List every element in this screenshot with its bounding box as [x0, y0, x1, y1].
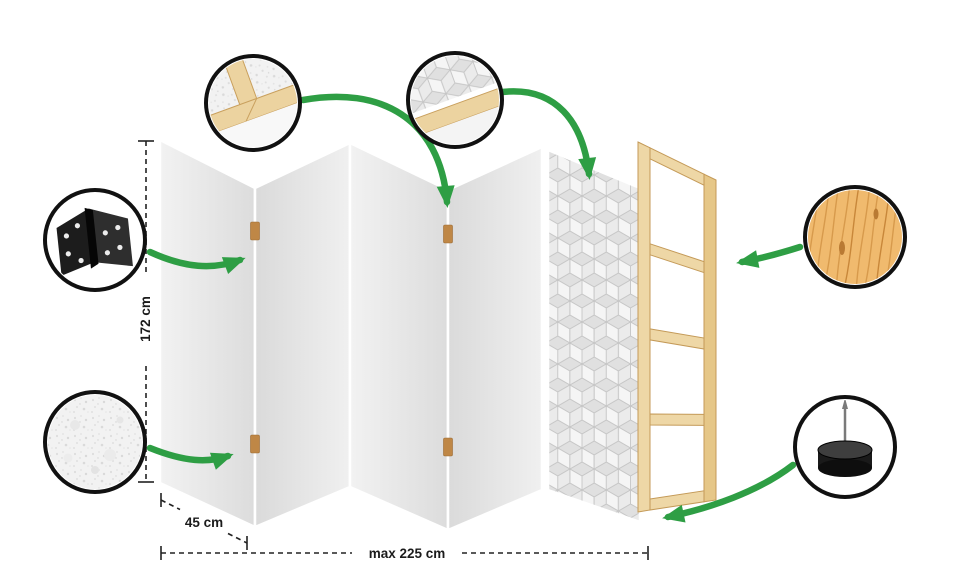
foot-spike-icon — [817, 400, 873, 477]
foot-arrow — [662, 461, 797, 523]
foot-callout — [793, 395, 897, 499]
hinge-arrow — [146, 248, 246, 274]
hinge-icon — [56, 207, 133, 276]
wooden-frame — [637, 141, 717, 513]
hinge-mark — [443, 224, 453, 244]
frame-top-bar — [649, 146, 705, 187]
frame-corner-callout — [204, 54, 302, 152]
wood-arrow — [736, 243, 804, 268]
hinge-mark — [250, 434, 260, 454]
frame-rung — [649, 243, 705, 274]
frame-rung — [649, 413, 705, 426]
wood-texture-callout — [803, 185, 907, 289]
pattern-corner-callout — [406, 51, 504, 149]
frame-left-rail — [637, 141, 651, 513]
panel-5-patterned — [546, 148, 642, 524]
panel-hinges — [250, 221, 453, 457]
panel-2 — [253, 141, 352, 529]
frame-right-rail — [703, 173, 717, 503]
fleece-texture-callout — [43, 390, 147, 494]
panel-1 — [158, 138, 257, 529]
frame-corner-icon — [209, 59, 297, 147]
panel-4 — [446, 145, 544, 532]
frame-rung — [649, 328, 705, 350]
height-dimension: 172 cm — [138, 140, 154, 483]
pattern-corner-arrow — [498, 88, 597, 180]
total-width-label: max 225 cm — [369, 546, 446, 561]
folding-screen — [158, 138, 642, 532]
hinge-mark — [250, 221, 260, 241]
hinge-mark — [443, 437, 453, 457]
total-width-dimension: max 225 cm — [160, 546, 649, 561]
hinge-detail-callout — [43, 188, 147, 292]
frame-corner-arrow — [299, 93, 455, 208]
pine-wood-swatch — [808, 190, 902, 284]
fleece-texture-swatch — [48, 395, 142, 489]
panel-width-label: 45 cm — [185, 515, 223, 530]
panel-width-dimension: 45 cm — [160, 493, 248, 550]
height-label: 172 cm — [138, 296, 153, 342]
callout-arrows — [146, 88, 804, 523]
pattern-corner-icon — [411, 56, 499, 144]
fleece-arrow — [146, 444, 234, 470]
panel-3 — [348, 141, 450, 532]
